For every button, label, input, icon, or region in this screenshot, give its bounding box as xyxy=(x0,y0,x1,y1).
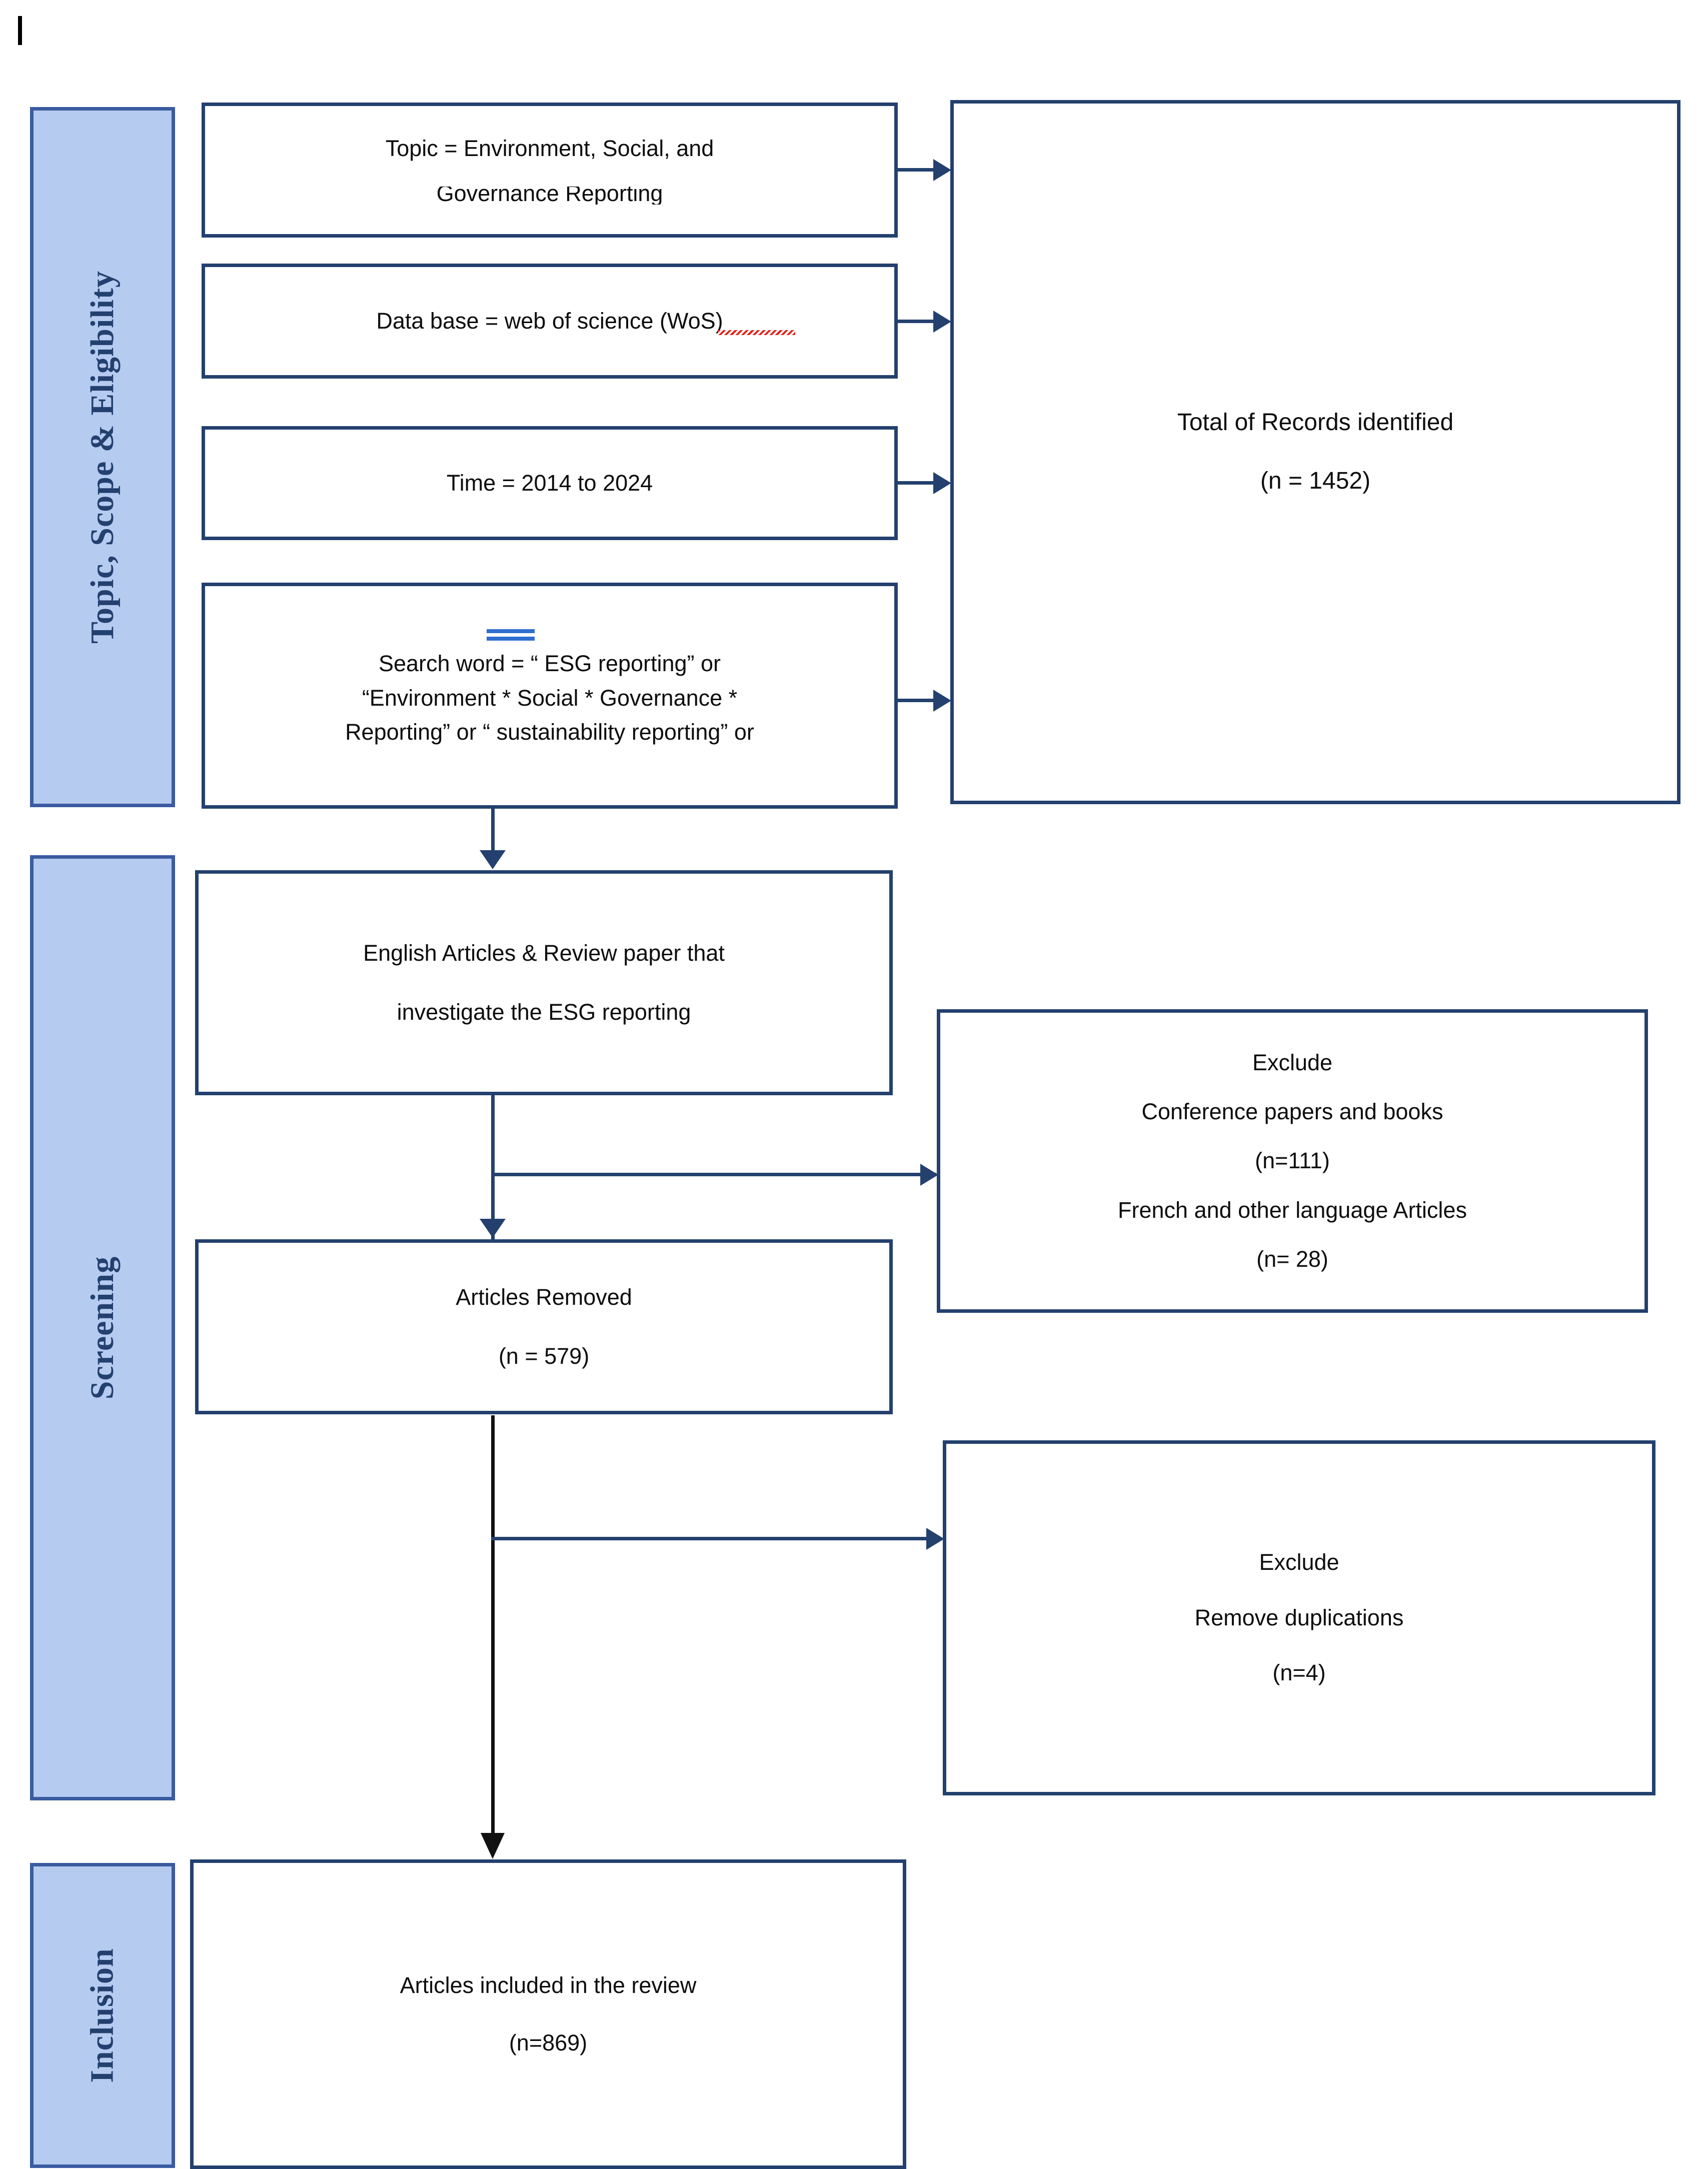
connector-branch-to-exclude-duplications xyxy=(491,1537,941,1540)
stage-bar-eligibility: Topic, Scope & Eligibility xyxy=(30,107,175,807)
exclude-box-duplications: Exclude Remove duplications (n=4) xyxy=(943,1440,1655,1795)
exclude-conference-line-5: (n= 28) xyxy=(1256,1246,1328,1272)
arrowhead-english-to-articles-removed xyxy=(480,1219,506,1238)
stage-bar-screening: Screening xyxy=(30,855,175,1800)
exclude-duplications-line-1: Exclude xyxy=(1259,1549,1339,1575)
connector-topic-to-records xyxy=(898,168,938,172)
stage-label-eligibility: Topic, Scope & Eligibility xyxy=(84,270,121,644)
arrowhead-branch-to-exclude-conference xyxy=(920,1164,938,1186)
arrowhead-time-to-records xyxy=(933,472,951,494)
stage-bar-inclusion: Inclusion xyxy=(30,1863,175,2168)
connector-time-to-records xyxy=(898,481,938,485)
articles-removed-line-2: (n = 579) xyxy=(498,1343,590,1369)
criteria-time-line-1: Time = 2014 to 2024 xyxy=(446,470,653,496)
articles-removed-line-1: Articles Removed xyxy=(456,1284,632,1310)
criteria-box-topic: Topic = Environment, Social, and Governa… xyxy=(202,103,898,238)
exclude-box-conference-papers: Exclude Conference papers and books (n=1… xyxy=(937,1009,1648,1313)
arrowhead-search-to-english xyxy=(480,850,506,869)
criteria-search-line-3: Reporting” or “ sustainability reporting… xyxy=(345,719,754,745)
stage-label-screening: Screening xyxy=(84,1256,121,1400)
criteria-database-line-1: Data base = web of science (WoS) xyxy=(376,308,723,334)
exclude-duplications-line-2: Remove duplications xyxy=(1194,1604,1404,1630)
english-articles-line-2: investigate the ESG reporting xyxy=(397,999,691,1025)
criteria-box-time: Time = 2014 to 2024 xyxy=(202,426,898,540)
records-identified-title: Total of Records identified xyxy=(1177,409,1454,436)
criteria-box-search-word: Search word = “ ESG reporting” or “Envir… xyxy=(202,583,898,809)
arrowhead-branch-to-exclude-duplications xyxy=(926,1528,944,1550)
records-identified-box: Total of Records identified (n = 1452) xyxy=(950,100,1680,804)
connector-removed-to-inclusion-trunk xyxy=(491,1415,495,1843)
articles-included-line-1: Articles included in the review xyxy=(400,1972,697,1998)
connector-database-to-records xyxy=(898,320,938,323)
arrowhead-topic-to-records xyxy=(933,159,951,181)
criteria-topic-line-1: Topic = Environment, Social, and xyxy=(385,135,714,161)
grammar-double-underline xyxy=(487,629,535,644)
exclude-duplications-line-3: (n=4) xyxy=(1272,1660,1326,1686)
connector-search-to-english xyxy=(491,807,495,853)
criteria-search-line-1: Search word = “ ESG reporting” or xyxy=(378,651,721,677)
criteria-search-line-2: “Environment * Social * Governance * xyxy=(362,685,738,711)
arrowhead-database-to-records xyxy=(933,311,951,333)
spellcheck-squiggle-wos xyxy=(718,330,795,335)
connector-branch-to-exclude-conference xyxy=(491,1173,936,1176)
articles-included-line-2: (n=869) xyxy=(509,2029,588,2055)
screening-box-articles-removed: Articles Removed (n = 579) xyxy=(195,1239,893,1414)
connector-search-to-records xyxy=(898,699,938,702)
records-identified-count: (n = 1452) xyxy=(1260,468,1371,494)
criteria-topic-line-2-clipped: Governance Reporting xyxy=(436,187,663,205)
stage-label-inclusion: Inclusion xyxy=(84,1948,121,2083)
arrowhead-to-inclusion-box xyxy=(481,1833,505,1859)
screening-box-english-articles: English Articles & Review paper that inv… xyxy=(195,870,893,1095)
exclude-conference-line-4: French and other language Articles xyxy=(1118,1197,1467,1223)
criteria-box-database: Data base = web of science (WoS) xyxy=(202,264,898,379)
inclusion-box-articles-included: Articles included in the review (n=869) xyxy=(190,1859,906,2169)
connector-english-down-trunk xyxy=(491,1095,495,1245)
text-caret-artifact xyxy=(18,16,22,45)
exclude-conference-line-1: Exclude xyxy=(1252,1049,1333,1075)
exclude-conference-line-2: Conference papers and books xyxy=(1141,1098,1443,1124)
arrowhead-search-to-records xyxy=(933,690,951,712)
english-articles-line-1: English Articles & Review paper that xyxy=(363,940,725,966)
exclude-conference-line-3: (n=111) xyxy=(1255,1148,1330,1174)
